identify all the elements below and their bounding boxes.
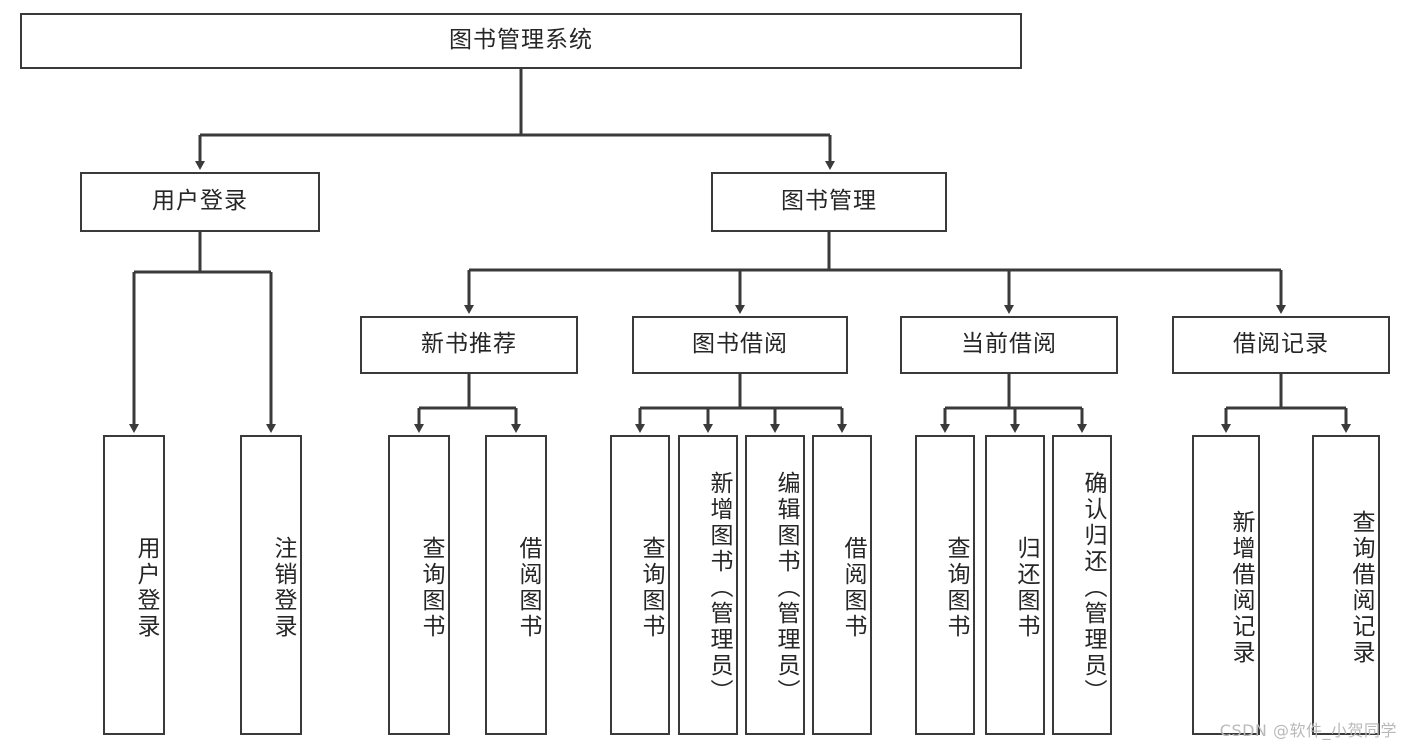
node-new-book-recommend[interactable]: 新书推荐 — [360, 316, 578, 374]
leaf-query-book-3[interactable]: 查询图书 — [915, 435, 975, 735]
node-label: 确认归还（管理员） — [1080, 471, 1106, 705]
node-label: 借阅图书 — [515, 536, 541, 640]
leaf-edit-book[interactable]: 编辑图书（管理员） — [745, 435, 805, 735]
node-label: 新书推荐 — [421, 331, 517, 358]
leaf-borrow-book-1[interactable]: 借阅图书 — [485, 435, 547, 735]
node-label: 图书管理 — [781, 188, 877, 215]
node-label: 借阅图书 — [840, 536, 866, 640]
node-label: 新增图书（管理员） — [706, 471, 732, 705]
node-label: 借阅记录 — [1233, 331, 1329, 358]
node-label: 用户登录 — [133, 536, 159, 640]
node-label: 注销登录 — [270, 536, 296, 640]
node-label: 新增借阅记录 — [1228, 510, 1254, 666]
node-label: 图书管理系统 — [449, 27, 593, 54]
leaf-add-book[interactable]: 新增图书（管理员） — [678, 435, 738, 735]
node-user-login[interactable]: 用户登录 — [80, 172, 320, 232]
leaf-borrow-book-2[interactable]: 借阅图书 — [812, 435, 872, 735]
node-label: 查询图书 — [418, 536, 444, 640]
leaf-user-login[interactable]: 用户登录 — [103, 435, 165, 735]
node-root[interactable]: 图书管理系统 — [20, 13, 1022, 69]
node-label: 图书借阅 — [692, 331, 788, 358]
leaf-confirm-return[interactable]: 确认归还（管理员） — [1052, 435, 1112, 735]
node-label: 查询借阅记录 — [1348, 510, 1374, 666]
node-label: 当前借阅 — [961, 331, 1057, 358]
node-current-borrow[interactable]: 当前借阅 — [900, 316, 1118, 374]
watermark: CSDN @软件_小贺同学 — [1219, 721, 1397, 740]
leaf-logout[interactable]: 注销登录 — [240, 435, 302, 735]
node-label: 编辑图书（管理员） — [773, 471, 799, 705]
node-book-manage[interactable]: 图书管理 — [711, 172, 947, 232]
leaf-add-record[interactable]: 新增借阅记录 — [1192, 435, 1260, 735]
leaf-query-book-2[interactable]: 查询图书 — [610, 435, 670, 735]
node-book-borrow[interactable]: 图书借阅 — [632, 316, 848, 374]
node-label: 用户登录 — [152, 188, 248, 215]
leaf-query-record[interactable]: 查询借阅记录 — [1312, 435, 1380, 735]
node-borrow-record[interactable]: 借阅记录 — [1172, 316, 1390, 374]
node-label: 查询图书 — [638, 536, 664, 640]
node-label: 查询图书 — [943, 536, 969, 640]
leaf-return-book[interactable]: 归还图书 — [985, 435, 1045, 735]
leaf-query-book-1[interactable]: 查询图书 — [388, 435, 450, 735]
node-label: 归还图书 — [1013, 536, 1039, 640]
